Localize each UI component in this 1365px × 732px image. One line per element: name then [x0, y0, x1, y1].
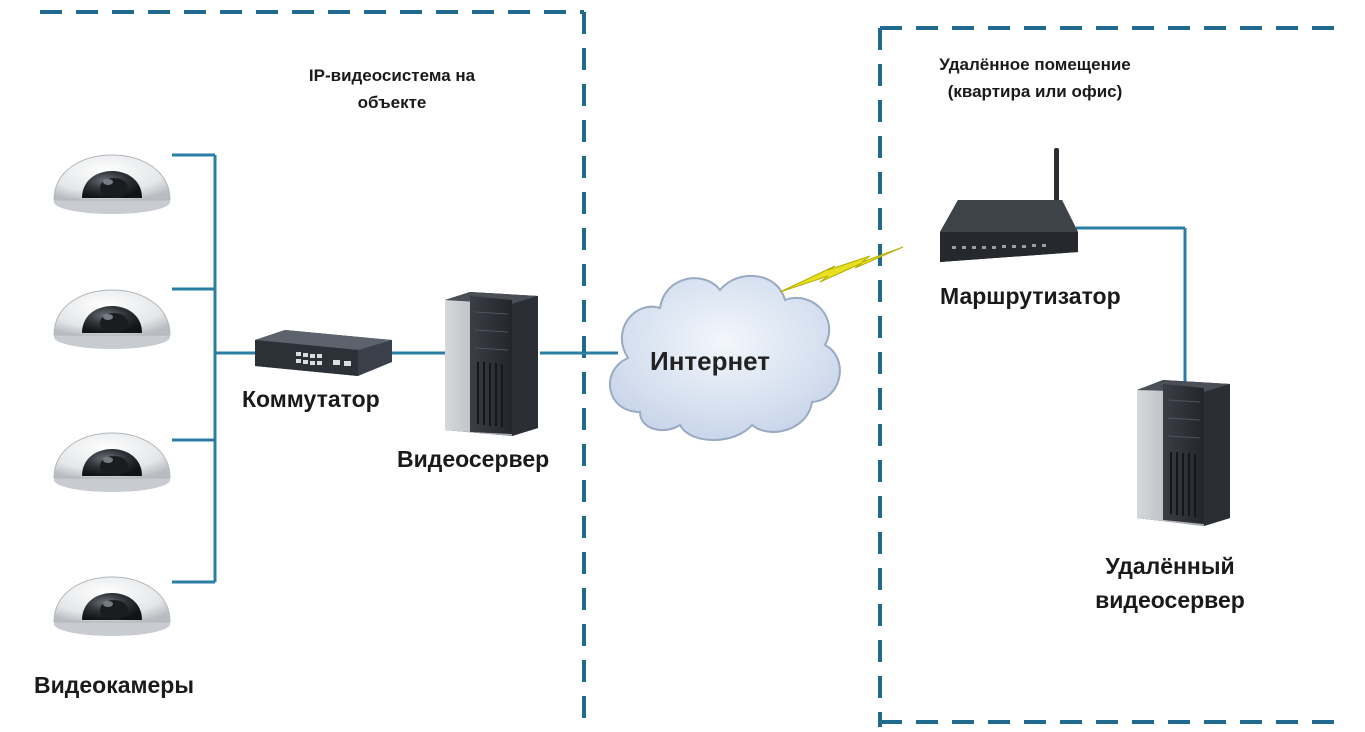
internet-label: Интернет — [650, 346, 771, 376]
local-zone-title: IP-видеосистема на объекте — [272, 62, 512, 116]
local-zone-border — [40, 10, 586, 727]
dome-camera-icon — [53, 576, 171, 637]
router-label: Маршрутизатор — [940, 283, 1121, 309]
remote-server-label: Удалённый видеосервер — [1070, 549, 1270, 617]
dome-camera-icon — [53, 432, 171, 493]
videoserver-label: Видеосервер — [397, 446, 550, 472]
wifi-router-icon — [940, 148, 1078, 262]
tower-server-icon — [445, 292, 538, 436]
remote-server-label-line1: Удалённый — [1105, 553, 1235, 579]
dome-camera-icon — [53, 289, 171, 350]
dome-camera-icon — [53, 154, 171, 215]
remote-server-label-line2: видеосервер — [1095, 587, 1245, 613]
local-zone-title-line1: IP-видеосистема на — [308, 66, 476, 85]
remote-zone-title-line1: Удалённое помещение — [939, 55, 1131, 74]
remote-zone-border — [878, 26, 1345, 727]
switch-label: Коммутатор — [242, 386, 380, 412]
remote-zone-title-line2: (квартира или офис) — [947, 82, 1123, 101]
camera-bus-lines — [172, 153, 258, 584]
router-to-remote-server-link — [1076, 226, 1187, 382]
remote-tower-server-icon — [1137, 380, 1230, 526]
remote-zone-title: Удалённое помещение (квартира или офис) — [900, 51, 1170, 105]
network-switch-icon — [255, 330, 392, 376]
cloud-icon — [608, 274, 841, 441]
local-zone-title-line2: объекте — [357, 93, 427, 112]
cameras-label: Видеокамеры — [34, 672, 194, 698]
lightning-icon — [779, 246, 904, 293]
